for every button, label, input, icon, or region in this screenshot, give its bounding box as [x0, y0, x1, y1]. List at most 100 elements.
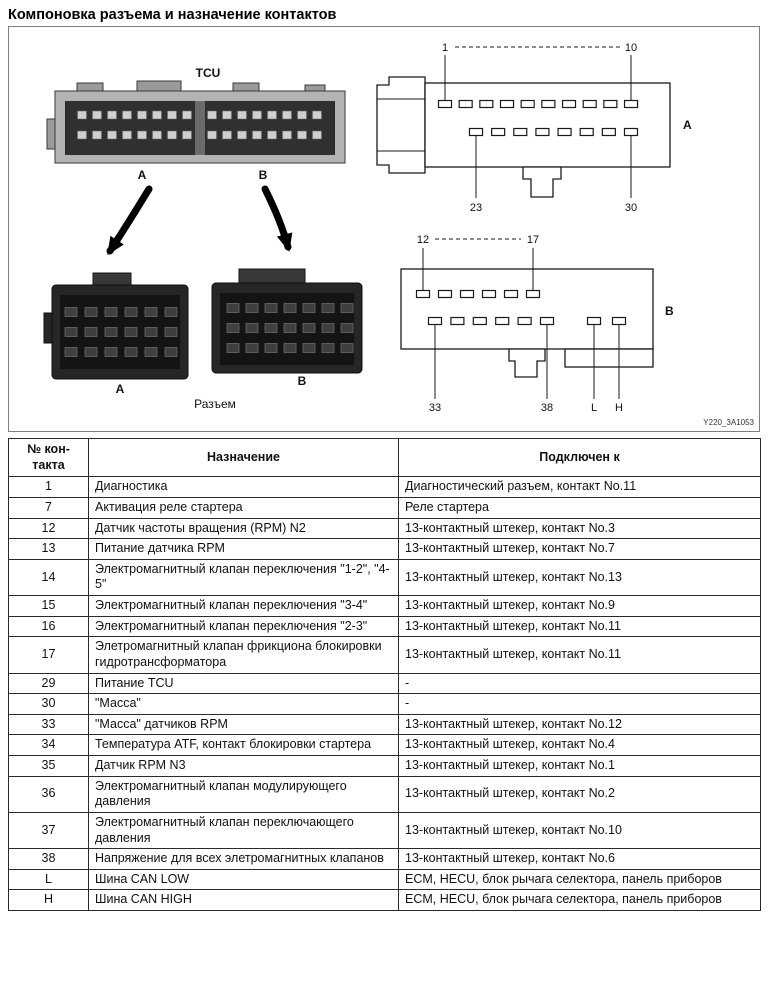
pin-slot — [245, 343, 259, 353]
connected-cell: Диагностический разъем, контакт No.11 — [398, 476, 761, 498]
pin-slot — [267, 130, 277, 140]
pin-slot — [167, 110, 177, 120]
pin-cell: 33 — [8, 713, 89, 736]
connector-figure: TCU A B A — [8, 26, 760, 432]
connector-a-label: A — [116, 382, 125, 396]
pin-slot — [601, 127, 616, 137]
table-row: 30"Масса"- — [8, 693, 761, 715]
pin-slot — [302, 323, 316, 333]
connected-cell: 13-контактный штекер, контакт No.3 — [398, 517, 761, 540]
pin-slot — [340, 323, 354, 333]
pin-slot — [525, 289, 541, 299]
pin-slot — [182, 130, 192, 140]
pin-slot — [124, 327, 138, 337]
pin-slot — [137, 130, 147, 140]
pin-slot — [491, 127, 506, 137]
pin-slot — [282, 130, 292, 140]
pin-slot — [222, 130, 232, 140]
pin-slot — [312, 110, 322, 120]
purpose-cell: Датчик RPM N3 — [88, 755, 399, 777]
pin-slot — [283, 323, 297, 333]
pin-cell: 16 — [8, 615, 89, 638]
connected-cell: - — [398, 672, 761, 695]
schematic-b-pin-33-label: 33 — [429, 402, 441, 414]
connector-diagram: TCU A B A — [43, 42, 755, 427]
schematic-a-pin-30-label: 30 — [625, 202, 637, 214]
tcu-label: TCU — [196, 66, 221, 80]
pin-cell: 13 — [8, 538, 89, 560]
pin-slot — [495, 316, 510, 326]
pin-cell: 35 — [8, 755, 89, 777]
pin-slot — [459, 289, 475, 299]
pin-slot — [122, 110, 132, 120]
schematic-a-side-label: A — [683, 118, 692, 132]
page-title: Компоновка разъема и назначение контакто… — [8, 7, 337, 23]
header-pin-number: № кон- такта — [8, 437, 89, 478]
pin-slot — [164, 307, 178, 317]
pin-cell: L — [8, 868, 89, 891]
pin-slot — [84, 307, 98, 317]
schematic-a-pin-1-label: 1 — [442, 42, 448, 54]
pin-slot — [167, 130, 177, 140]
pin-slot — [513, 127, 528, 137]
pin-slot — [124, 347, 138, 357]
pin-slot — [245, 323, 259, 333]
pin-slot — [267, 110, 277, 120]
pin-slot — [104, 347, 118, 357]
pin-slot — [437, 289, 453, 299]
pin-slot — [64, 347, 78, 357]
pin-slot — [122, 130, 132, 140]
pin-slot — [226, 303, 240, 313]
pin-slot — [468, 127, 484, 137]
pin-slot — [137, 110, 147, 120]
purpose-cell: Диагностика — [88, 476, 399, 498]
pin-slot — [499, 99, 515, 109]
pin-slot — [77, 130, 87, 140]
connected-cell: - — [398, 693, 761, 715]
pin-slot — [104, 327, 118, 337]
pin-cell: H — [8, 889, 89, 911]
pin-slot — [579, 127, 594, 137]
purpose-cell: Шина CAN HIGH — [88, 889, 399, 911]
pin-slot — [321, 303, 335, 313]
pin-slot — [207, 110, 217, 120]
schematic-a-pin-10-label: 10 — [625, 42, 637, 54]
pin-cell: 30 — [8, 693, 89, 715]
header-connected-to: Подключен к — [398, 437, 761, 478]
pin-slot — [104, 307, 118, 317]
pin-slot — [152, 130, 162, 140]
tcu-module-drawing — [46, 80, 346, 164]
purpose-cell: Электромагнитный клапан модулирующего да… — [88, 775, 399, 813]
module-group-b-label: B — [259, 168, 268, 182]
connected-cell: 13-контактный штекер, контакт No.12 — [398, 713, 761, 736]
schematic-a: 1 10 23 30 A — [376, 42, 692, 214]
purpose-cell: Электромагнитный клапан переключения "1-… — [88, 558, 399, 597]
pin-slot — [541, 99, 556, 109]
pin-slot — [321, 323, 335, 333]
schematic-b-pin-38-label: 38 — [541, 402, 553, 414]
pin-slot — [107, 110, 117, 120]
pin-slot — [152, 110, 162, 120]
pin-slot — [283, 343, 297, 353]
purpose-cell: Электромагнитный клапан переключения "3-… — [88, 595, 399, 617]
connected-cell: 13-контактный штекер, контакт No.2 — [398, 775, 761, 813]
pin-slot — [226, 323, 240, 333]
pin-slot — [623, 99, 639, 109]
pin-slot — [535, 127, 550, 137]
pin-slot — [297, 130, 307, 140]
purpose-cell: Напряжение для всех элетромагнитных клап… — [88, 848, 399, 870]
manual-page: Компоновка разъема и назначение контакто… — [0, 7, 769, 911]
pin-slot — [302, 343, 316, 353]
connected-cell: ECM, HECU, блок рычага селектора, панель… — [398, 889, 761, 911]
